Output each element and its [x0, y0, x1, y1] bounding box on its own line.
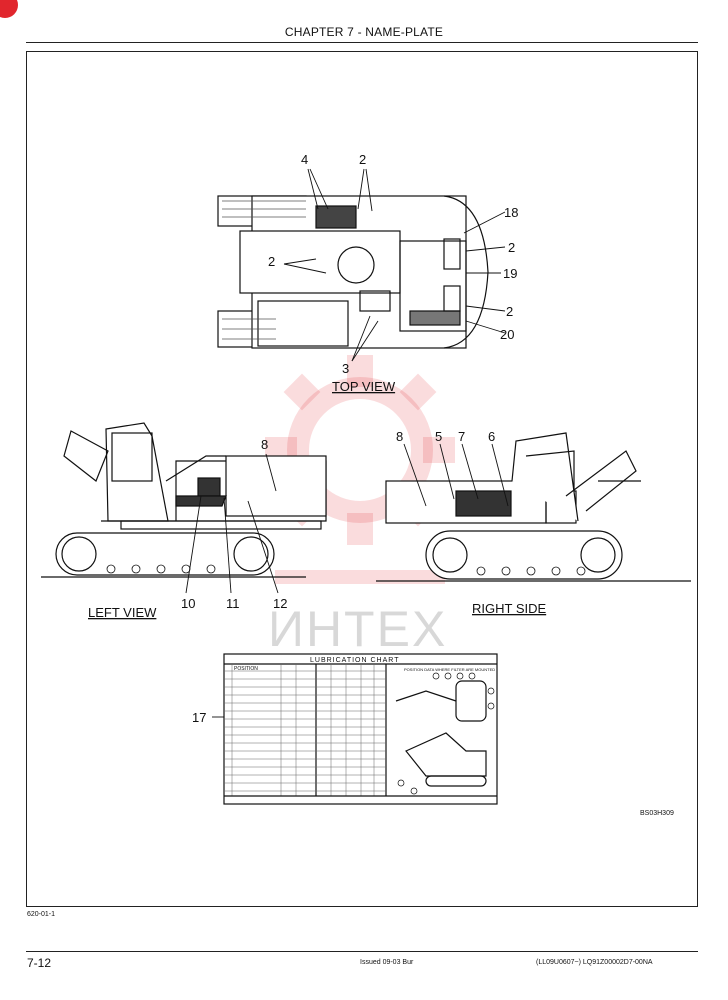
callout-11: 11	[226, 596, 240, 611]
serial-info: (LL09U0607~) LQ91Z00002D7-00NA	[536, 959, 653, 966]
header-rule	[26, 42, 698, 43]
callout-4: 4	[301, 152, 308, 167]
left-view-label: LEFT VIEW	[88, 605, 157, 620]
callout-7: 7	[458, 429, 465, 444]
top-view-drawing	[217, 195, 489, 349]
callout-8: 8	[261, 437, 268, 452]
callout-18: 18	[504, 205, 518, 220]
right-side-label: RIGHT SIDE	[472, 601, 546, 616]
lubrication-chart-plate	[223, 653, 498, 805]
figure-frame	[26, 51, 698, 907]
lubrication-chart-title: LUBRICATION CHART	[310, 657, 399, 664]
corner-mark	[0, 0, 18, 18]
left-view-drawing	[41, 422, 327, 578]
document-reference: 620-01-1	[27, 911, 56, 918]
callout-2: 2	[268, 254, 275, 269]
figure-code: BS03H309	[640, 810, 674, 817]
name-plate-figure: 4 2 2 3 18 2 19 2 20 8 10 11 12 8 5 7 6 …	[41, 152, 691, 805]
chapter-title: CHAPTER 7 - NAME-PLATE	[284, 25, 444, 39]
callout-17: 17	[192, 710, 206, 725]
footer-rule	[26, 951, 698, 952]
top-view-label: TOP VIEW	[332, 379, 396, 394]
callout-12: 12	[273, 596, 287, 611]
callout-6: 6	[488, 429, 495, 444]
callout-2: 2	[506, 304, 513, 319]
watermark-text: ИНТЕХ	[268, 601, 448, 657]
callout-2: 2	[359, 152, 366, 167]
callout-10: 10	[181, 596, 195, 611]
lubrication-chart-position-header: POSITION	[234, 666, 258, 672]
leader-lines	[185, 168, 509, 718]
page-number: 7-12	[27, 956, 52, 970]
right-side-drawing	[376, 432, 691, 582]
issue-info: Issued 09-03 Bur	[360, 959, 414, 966]
callout-5: 5	[435, 429, 442, 444]
callout-3: 3	[342, 361, 349, 376]
lubrication-chart-diagram-caption: POSITION DATA WHERE FILTER ARE MOUNTED	[404, 667, 495, 672]
callout-20: 20	[500, 327, 514, 342]
callout-2: 2	[508, 240, 515, 255]
callout-8: 8	[396, 429, 403, 444]
callout-19: 19	[503, 266, 517, 281]
